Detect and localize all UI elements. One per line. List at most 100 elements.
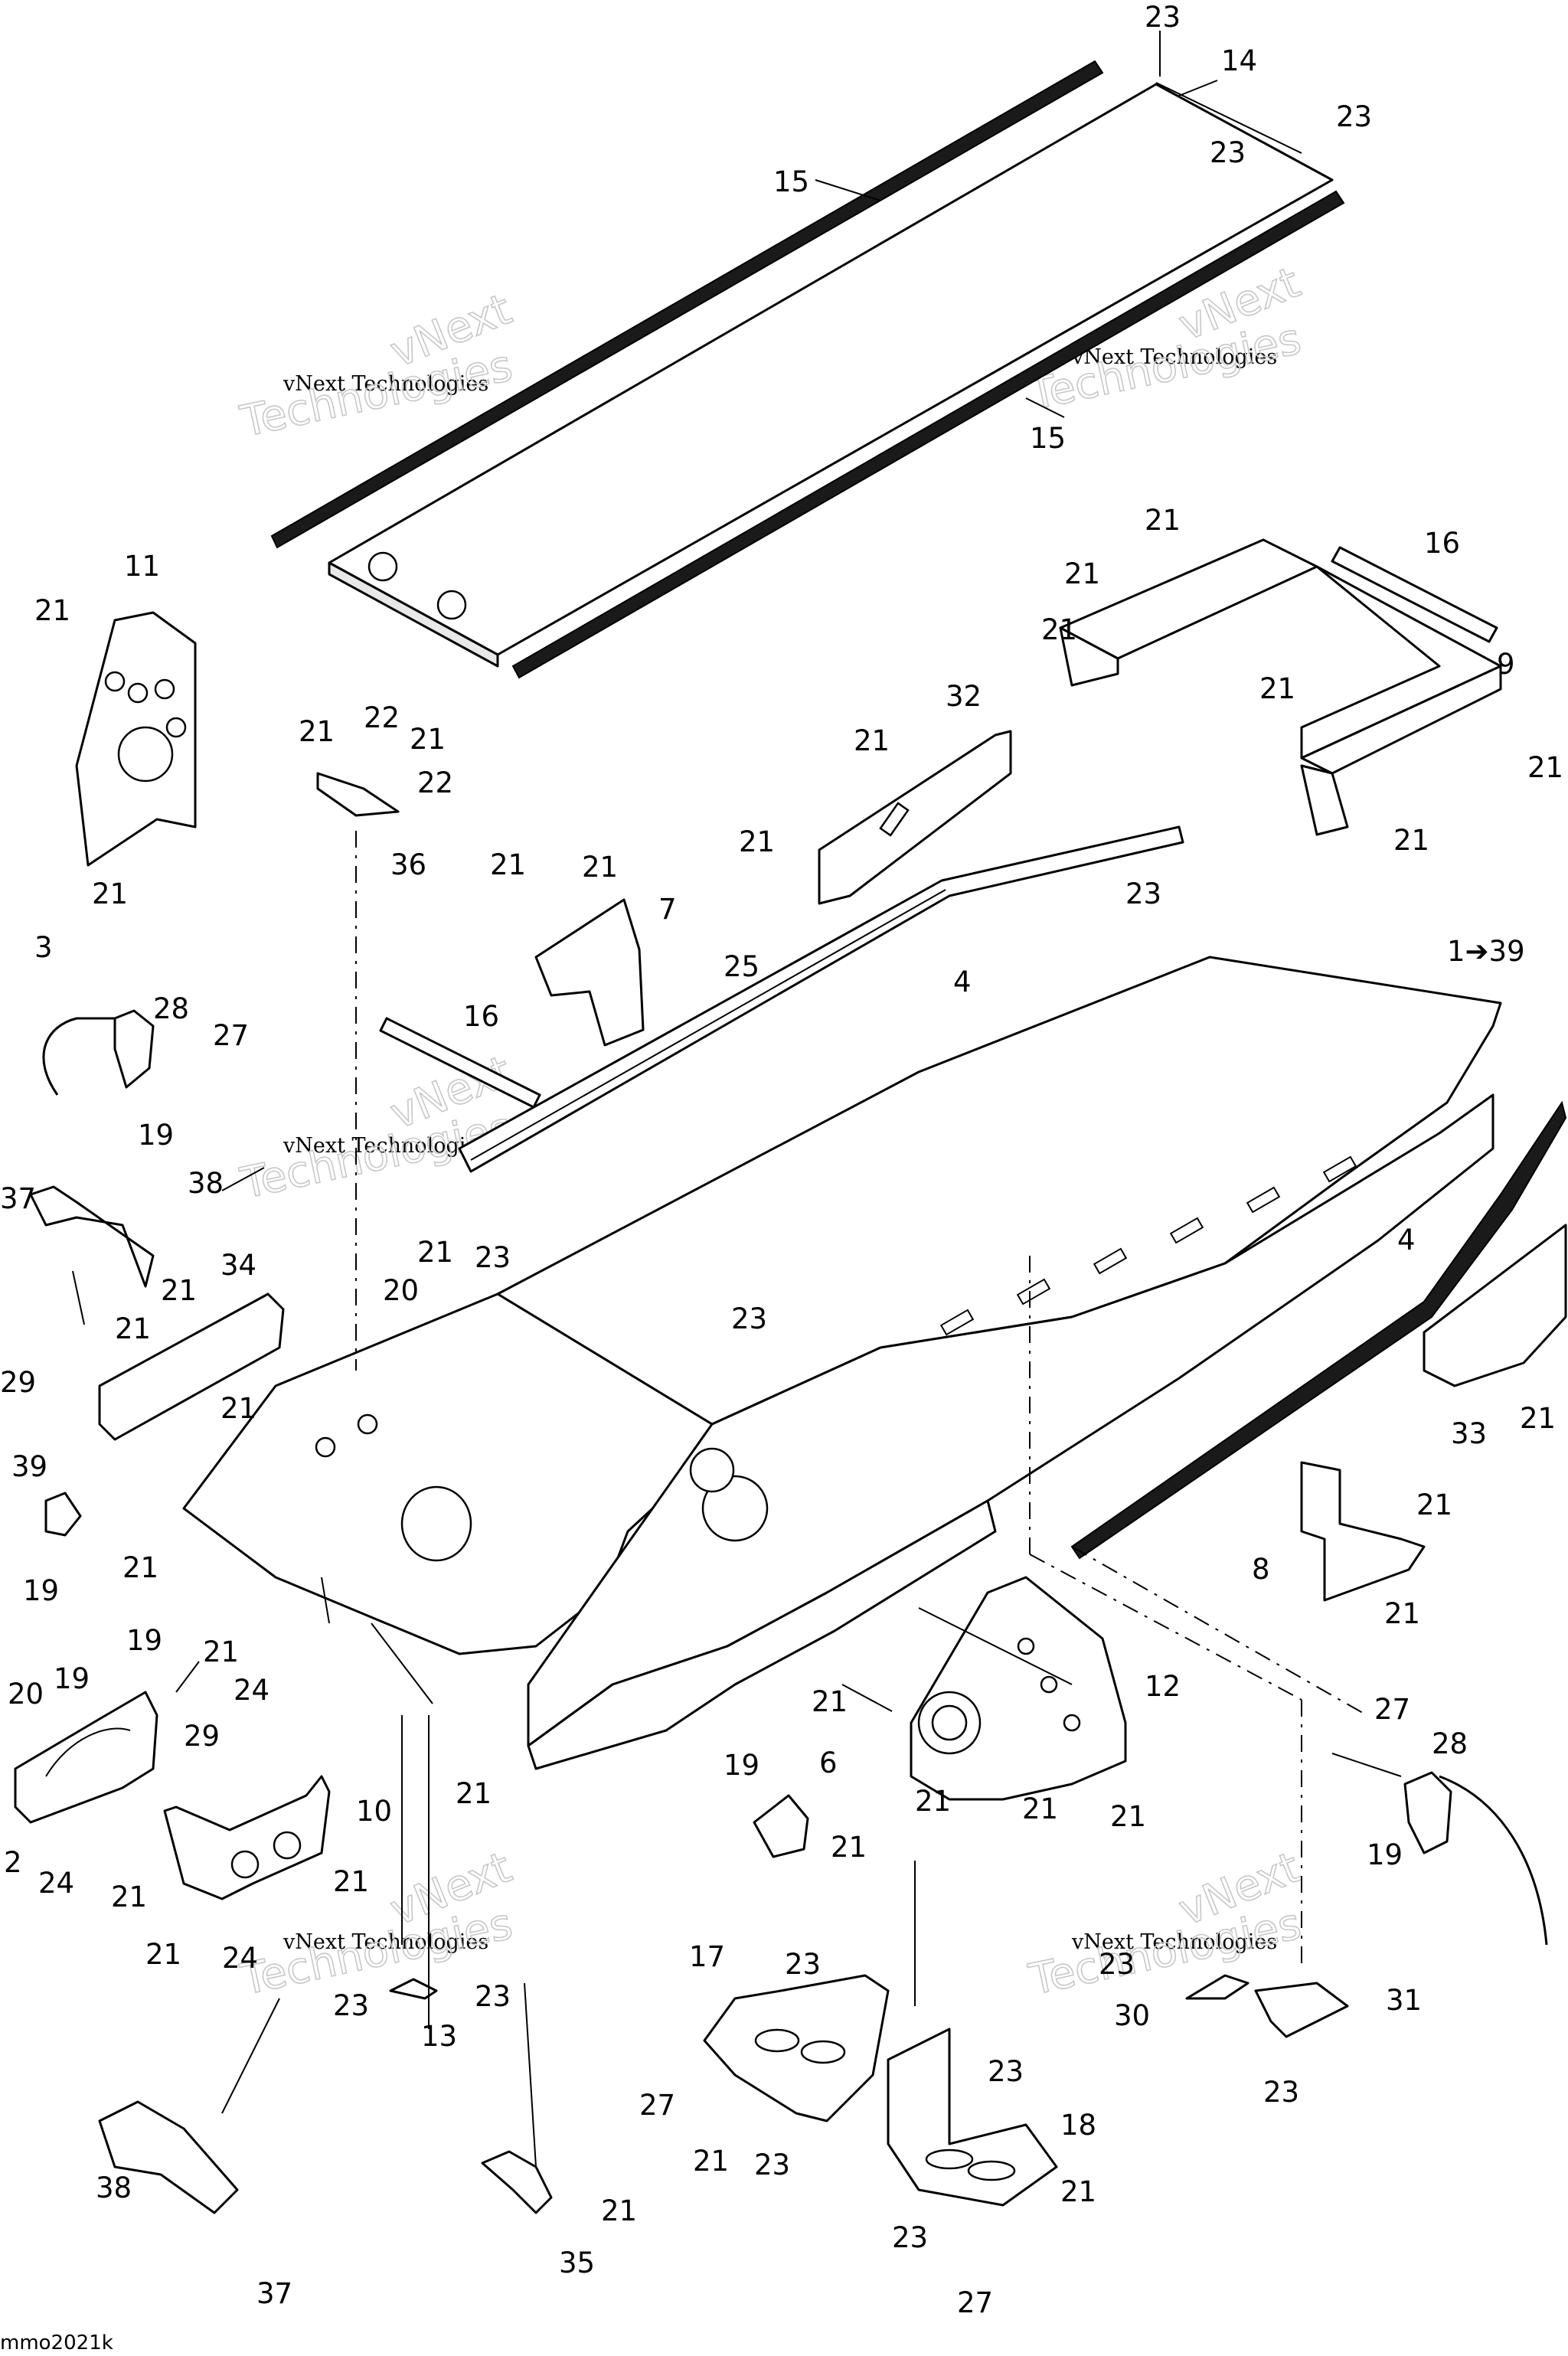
callout-c59: 19 <box>126 1624 162 1657</box>
part-13-clip <box>389 1978 438 2000</box>
callout-c6: 15 <box>1030 422 1066 455</box>
callout-c93: 21 <box>693 2145 729 2178</box>
callout-c85: 13 <box>421 2020 457 2053</box>
callout-c78: 21 <box>333 1865 369 1898</box>
callout-c50: 21 <box>1520 1402 1556 1435</box>
callout-c41: 34 <box>220 1249 256 1282</box>
watermark-small: vNext Technologies <box>283 372 488 396</box>
callout-c1: 23 <box>1145 1 1181 34</box>
callout-c21: 22 <box>417 766 453 799</box>
callout-c72: 21 <box>1110 1800 1146 1833</box>
part-31-bracket <box>1254 1982 1349 2038</box>
callout-c71: 21 <box>1022 1792 1058 1825</box>
callout-c102: 37 <box>256 2277 292 2310</box>
callout-c28: 7 <box>658 893 677 926</box>
part-6-clip <box>753 1794 809 1858</box>
part-35-clip <box>481 2150 553 2214</box>
watermark-small: vNext Technologies <box>283 1930 488 1954</box>
leader-lines <box>72 31 1402 2168</box>
part-11-bracket-plate <box>75 611 197 867</box>
callout-c64: 12 <box>1145 1670 1181 1703</box>
part-7-plate <box>534 898 645 1047</box>
callout-c67: 21 <box>456 1777 492 1810</box>
callout-c39: 38 <box>188 1167 224 1200</box>
callout-c8: 16 <box>1424 527 1460 560</box>
callout-c58: 24 <box>234 1674 270 1707</box>
callout-c75: 2 <box>4 1846 22 1879</box>
callout-c97: 38 <box>96 2171 132 2204</box>
callout-c70: 21 <box>915 1785 951 1818</box>
callout-c68: 6 <box>819 1747 838 1779</box>
callout-c77: 10 <box>356 1795 392 1828</box>
callout-c5: 15 <box>773 165 809 198</box>
callout-c9: 21 <box>1064 557 1100 590</box>
callout-c91: 23 <box>1263 2076 1299 2109</box>
callout-c54: 21 <box>1416 1488 1452 1521</box>
callout-c100: 23 <box>892 2221 928 2254</box>
callout-c61: 19 <box>54 1662 90 1695</box>
callout-c103: 27 <box>957 2286 993 2319</box>
callout-c55: 8 <box>1252 1553 1270 1586</box>
callout-c96: 18 <box>1060 2109 1096 2142</box>
callout-c3: 23 <box>1336 100 1372 133</box>
part-9-bracket <box>1059 538 1502 836</box>
part-34-bracket <box>98 1292 285 1441</box>
callout-c88: 23 <box>1099 1948 1135 1981</box>
callout-c16: 21 <box>34 594 70 627</box>
part-15-rail-right <box>511 190 1345 679</box>
callout-c56: 21 <box>1384 1597 1420 1630</box>
callout-c13: 21 <box>1527 751 1563 784</box>
part-36-clip <box>316 772 400 817</box>
callout-c4: 23 <box>1210 136 1246 169</box>
callout-c83: 23 <box>333 1989 369 2022</box>
callout-c31: 4 <box>953 966 972 998</box>
callout-c57: 21 <box>122 1551 158 1584</box>
part-25-slide-rail <box>458 825 1184 1173</box>
watermark-small: vNext Technologies <box>1071 345 1277 369</box>
callout-c27: 21 <box>582 851 618 884</box>
callout-c25: 21 <box>739 825 775 858</box>
callout-c20: 21 <box>410 723 446 756</box>
callout-c44: 23 <box>731 1302 767 1335</box>
callout-c94: 23 <box>754 2149 790 2181</box>
part-15-rail-left <box>270 60 1104 549</box>
watermark-small: vNext Technologies <box>1071 1930 1277 1954</box>
callout-c51: 39 <box>11 1450 47 1483</box>
callout-c101: 35 <box>559 2247 595 2279</box>
callout-c18: 21 <box>299 715 335 748</box>
part-37-38-bracket-lower <box>98 2100 239 2214</box>
callout-c53: 21 <box>220 1392 256 1425</box>
callout-c73: 27 <box>1374 1693 1410 1726</box>
part-16-bar-top <box>1331 546 1498 643</box>
part-3-cable-right <box>1439 1775 1548 1946</box>
callout-c35: 27 <box>213 1019 249 1052</box>
part-3-cable-left <box>42 1017 127 1096</box>
figure-code: mmo2021k <box>0 2331 113 2352</box>
callout-c86: 17 <box>689 1940 725 1973</box>
part-10-bracket <box>163 1775 331 1900</box>
callout-c79: 21 <box>111 1881 147 1913</box>
part-28-27-bracket-left <box>113 1009 155 1089</box>
callout-c52: 19 <box>23 1574 59 1607</box>
part-12-plate <box>910 1576 1127 1801</box>
callout-c40: 21 <box>417 1236 453 1269</box>
callout-c33: 3 <box>34 931 53 964</box>
callout-c10: 21 <box>1041 613 1077 646</box>
callout-c17: 21 <box>92 877 128 910</box>
callout-c63: 21 <box>203 1635 239 1668</box>
part-39-bracket <box>44 1492 82 1537</box>
callout-c49: 33 <box>1451 1417 1487 1450</box>
watermark-small: vNext Technologies <box>283 1134 488 1158</box>
callout-c34: 28 <box>153 992 189 1025</box>
callout-c14: 21 <box>1393 824 1429 857</box>
callout-c29: 23 <box>1125 877 1161 910</box>
callout-c92: 27 <box>639 2089 675 2122</box>
callout-c30: 25 <box>724 950 760 983</box>
part-1-tunnel-chassis <box>182 956 1502 1770</box>
callout-c66: 21 <box>812 1685 848 1718</box>
callout-c74: 28 <box>1432 1727 1468 1760</box>
callout-c22: 36 <box>390 848 426 881</box>
callout-c42: 23 <box>475 1241 511 1274</box>
callout-c11: 9 <box>1497 648 1515 681</box>
